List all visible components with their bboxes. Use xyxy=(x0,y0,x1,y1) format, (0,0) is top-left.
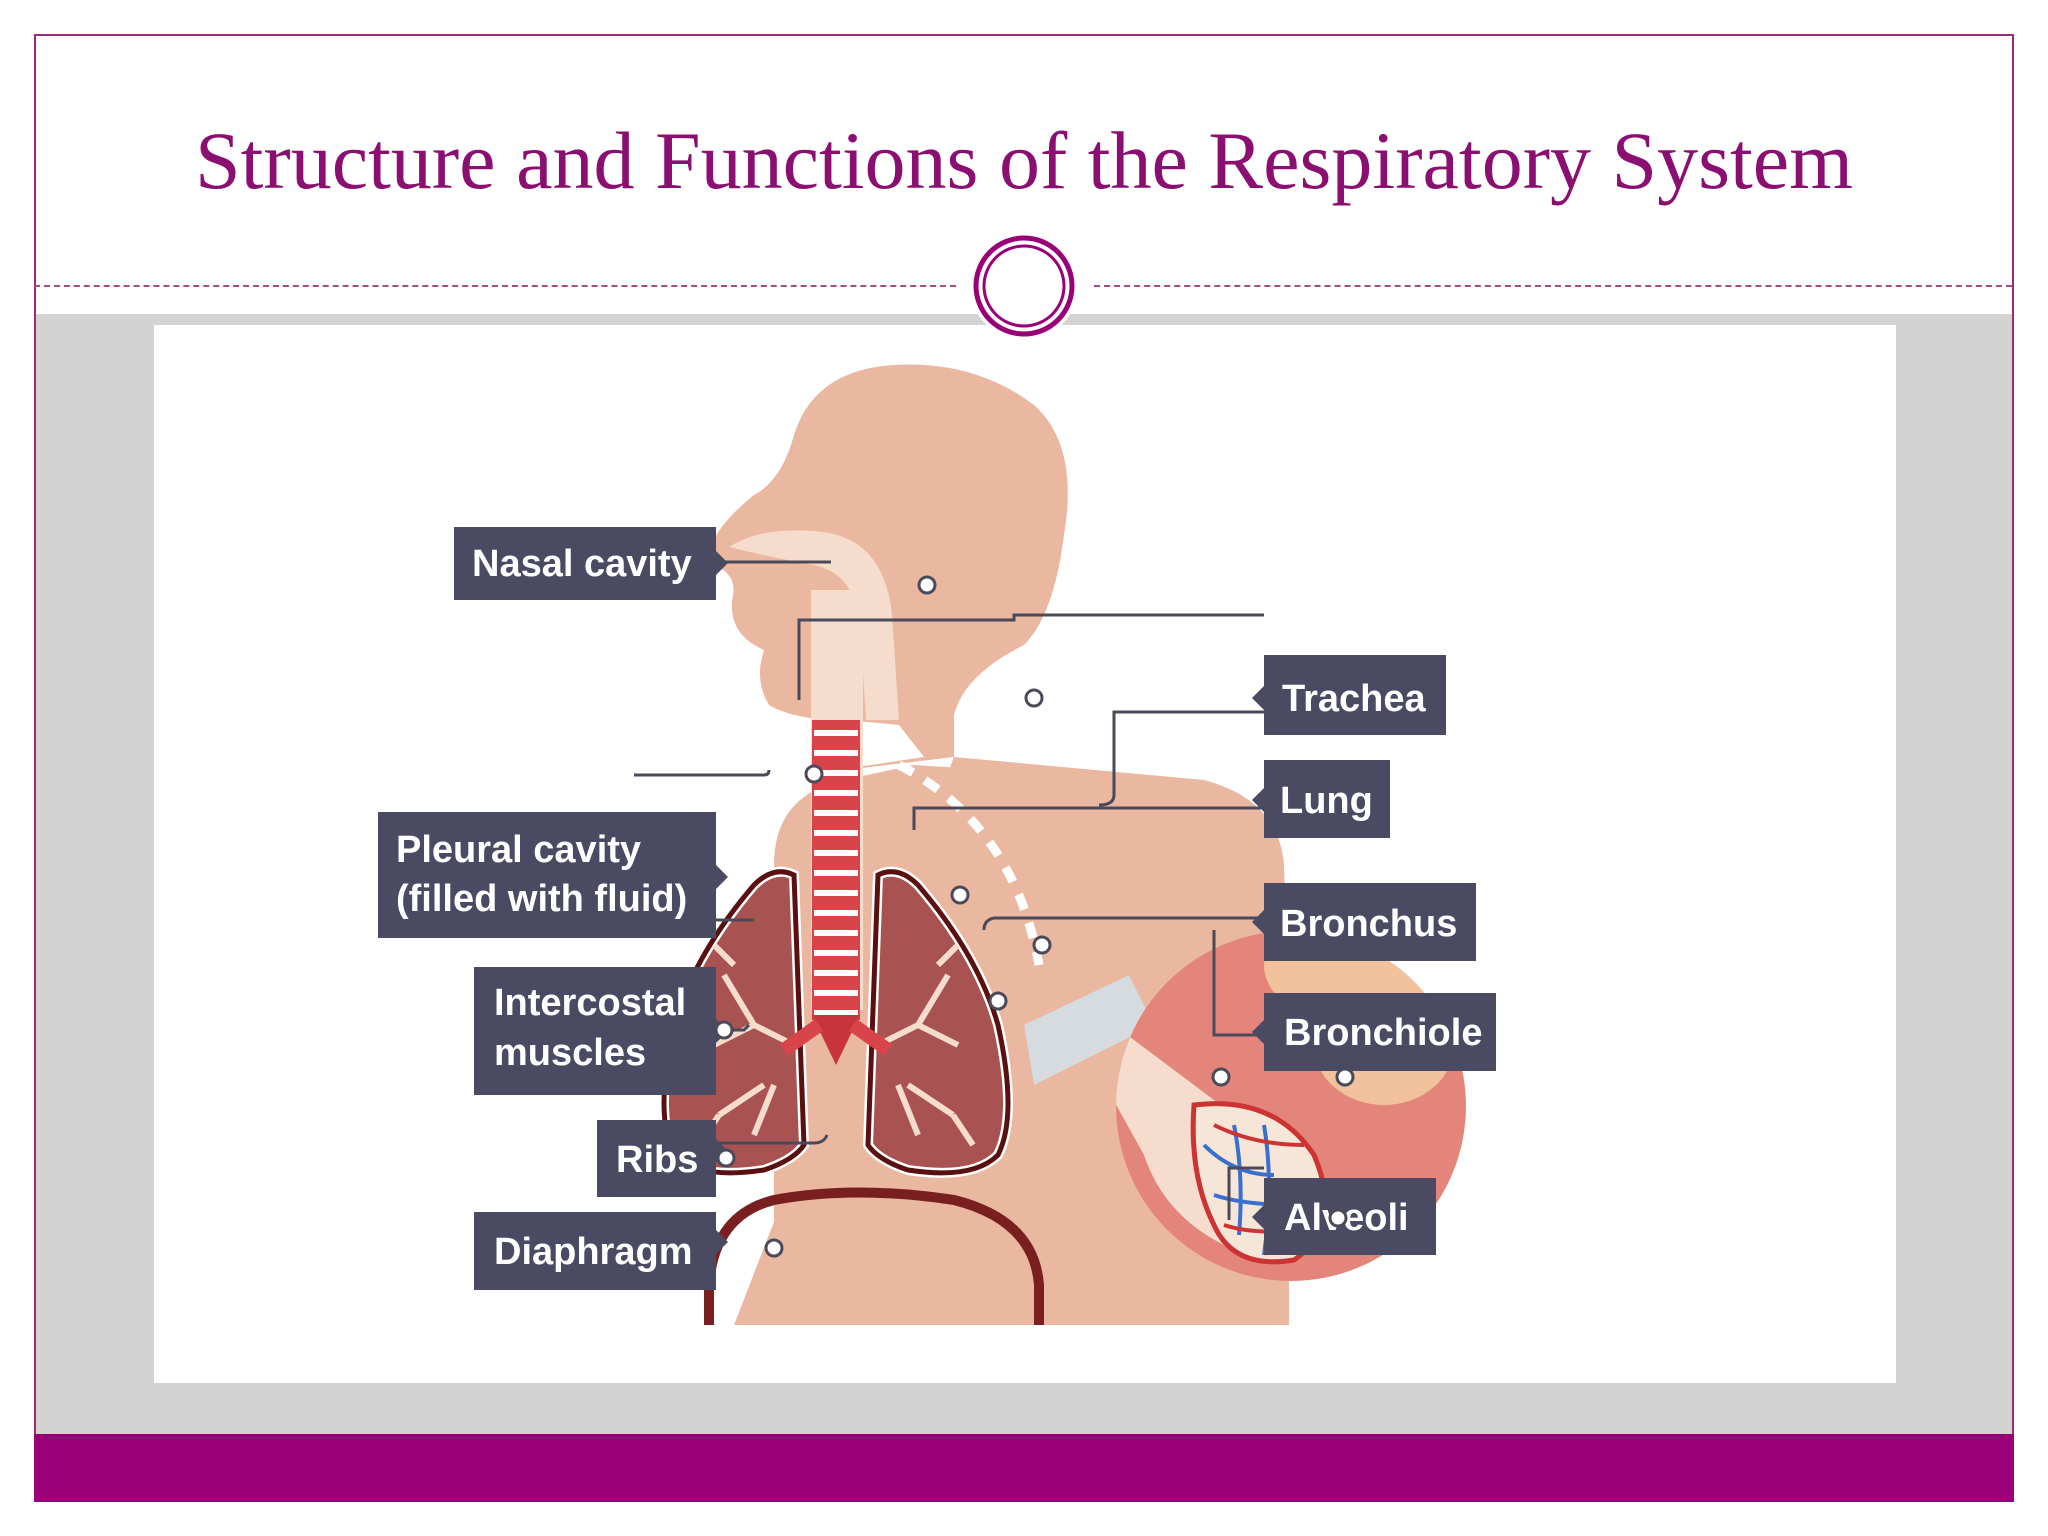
label-lung: Lung xyxy=(1252,760,1390,838)
label-intercostal-muscles: Intercostal muscles xyxy=(474,967,728,1095)
svg-text:Pleural cavity: Pleural cavity xyxy=(396,829,641,871)
svg-text:Bronchus: Bronchus xyxy=(1280,903,1457,945)
svg-text:Intercostal: Intercostal xyxy=(494,982,686,1024)
label-pleural-cavity: Pleural cavity (filled with fluid) xyxy=(378,812,728,938)
footer-bar xyxy=(34,1434,2014,1502)
divider-left xyxy=(34,285,956,287)
pointer-dots xyxy=(714,575,1355,1258)
svg-text:Trachea: Trachea xyxy=(1282,678,1427,720)
svg-text:Nasal cavity: Nasal cavity xyxy=(472,543,692,585)
label-bronchiole: Bronchiole xyxy=(1252,993,1496,1071)
slide-title: Structure and Functions of the Respirato… xyxy=(195,115,1853,206)
svg-text:Lung: Lung xyxy=(1280,780,1373,822)
circle-ornament-icon xyxy=(970,232,1078,340)
svg-text:Ribs: Ribs xyxy=(616,1139,698,1181)
svg-text:muscles: muscles xyxy=(494,1032,646,1074)
label-diaphragm: Diaphragm xyxy=(474,1212,728,1290)
divider-right xyxy=(1094,285,2012,287)
svg-text:Diaphragm: Diaphragm xyxy=(494,1231,692,1273)
svg-text:(filled with fluid): (filled with fluid) xyxy=(396,878,687,920)
label-bronchus: Bronchus xyxy=(1252,883,1476,961)
respiratory-diagram: Nasal cavity Pleural cavity (filled with… xyxy=(378,364,1496,1325)
svg-text:Bronchiole: Bronchiole xyxy=(1284,1012,1482,1054)
label-nasal-cavity: Nasal cavity xyxy=(454,527,728,600)
label-ribs: Ribs xyxy=(597,1120,728,1197)
diaphragm xyxy=(704,1187,1044,1325)
label-trachea: Trachea xyxy=(1252,655,1446,735)
